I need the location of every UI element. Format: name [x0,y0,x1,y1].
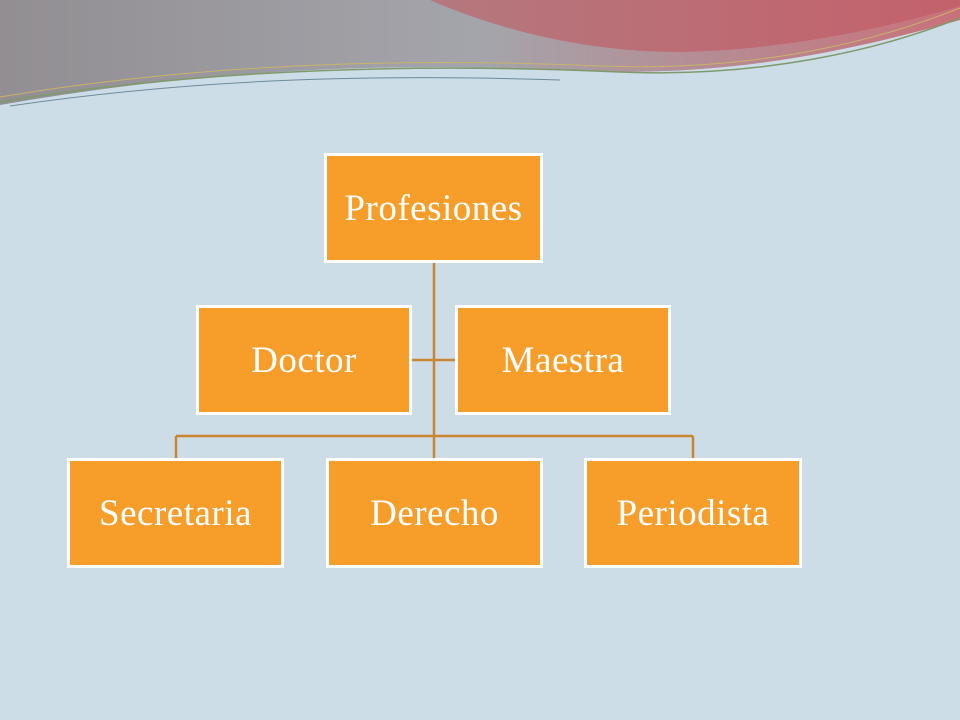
node-child-derecho-label: Derecho [370,492,499,534]
node-assistant-maestra: Maestra [455,305,671,415]
node-root-label: Profesiones [344,187,523,229]
node-child-secretaria-label: Secretaria [99,492,252,534]
node-child-periodista: Periodista [584,458,802,568]
header-wave-decoration [0,0,960,107]
node-child-periodista-label: Periodista [616,492,770,534]
node-assistant-maestra-label: Maestra [501,339,625,381]
node-root: Profesiones [324,153,543,263]
node-child-secretaria: Secretaria [67,458,284,568]
node-assistant-doctor: Doctor [196,305,412,415]
node-assistant-doctor-label: Doctor [251,339,357,381]
node-child-derecho: Derecho [326,458,543,568]
